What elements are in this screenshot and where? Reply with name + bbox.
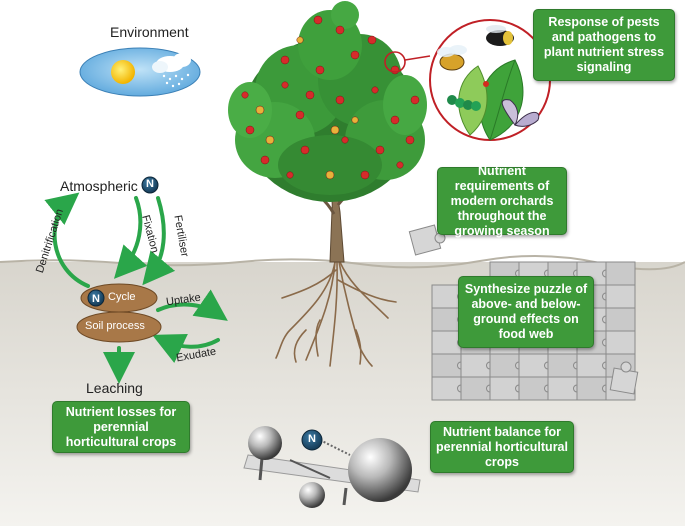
apple-icon bbox=[305, 90, 315, 100]
ladybug-icon bbox=[483, 81, 489, 87]
apple-icon bbox=[286, 171, 294, 179]
apple-icon bbox=[260, 155, 270, 165]
puzzle-piece bbox=[460, 376, 491, 401]
n-symbol-cycle: N bbox=[92, 293, 100, 305]
leaf-icon bbox=[458, 59, 524, 141]
butterfly-icon bbox=[501, 99, 540, 127]
fertiliser-arrow bbox=[142, 196, 176, 286]
leaching-label: Leaching bbox=[86, 380, 143, 396]
bee-icon bbox=[437, 45, 467, 71]
apple-icon bbox=[281, 81, 289, 89]
apple-icon bbox=[341, 136, 349, 144]
apple-icon bbox=[390, 65, 400, 75]
apple-icon bbox=[315, 65, 325, 75]
puzzle-piece bbox=[605, 307, 636, 332]
tree-canopy bbox=[228, 1, 427, 202]
uptake-arrow bbox=[156, 289, 228, 321]
environment-label: Environment bbox=[110, 24, 189, 40]
pests-box: Response of pests and pathogens to plant… bbox=[533, 9, 675, 81]
cloud-icon bbox=[152, 53, 191, 88]
soil-process-label: Soil process bbox=[85, 320, 145, 332]
balance-box: Nutrient balance for perennial horticult… bbox=[430, 421, 574, 473]
puzzle-piece bbox=[489, 353, 520, 378]
cycle-label: Cycle bbox=[108, 291, 136, 303]
apple-icon bbox=[405, 135, 415, 145]
apple-icon bbox=[335, 95, 345, 105]
apple-icon bbox=[351, 116, 359, 124]
denitrification-arrow bbox=[44, 192, 90, 288]
ball-small-bottom bbox=[299, 482, 325, 508]
apple-fruits bbox=[241, 15, 420, 180]
apple-icon bbox=[325, 170, 335, 180]
n-badge-cycle bbox=[87, 289, 105, 307]
puzzle-box: Synthesize puzzle of above- and below-gr… bbox=[458, 276, 594, 348]
puzzle-piece bbox=[431, 376, 462, 401]
n-symbol-atmospheric: N bbox=[146, 178, 154, 190]
puzzle-piece bbox=[576, 376, 607, 401]
puzzle-piece bbox=[576, 353, 607, 378]
requirements-box: Nutrient requirements of modern orchards… bbox=[437, 164, 567, 238]
apple-icon bbox=[300, 145, 310, 155]
apple-icon bbox=[241, 91, 249, 99]
apple-icon bbox=[265, 135, 275, 145]
bumblebee-icon bbox=[486, 25, 514, 46]
puzzle-piece bbox=[547, 353, 578, 378]
apple-icon bbox=[410, 95, 420, 105]
apple-icon bbox=[245, 125, 255, 135]
n-badge-atmospheric bbox=[141, 176, 159, 194]
apple-icon bbox=[390, 115, 400, 125]
caterpillar-icon bbox=[447, 95, 481, 111]
fixation-arrow bbox=[113, 196, 148, 279]
puzzle-piece bbox=[431, 307, 462, 332]
puzzle-piece bbox=[431, 284, 462, 309]
apple-icon bbox=[350, 50, 360, 60]
puzzle-piece bbox=[605, 284, 636, 309]
sun-icon bbox=[111, 60, 135, 84]
atmospheric-label: Atmospheric bbox=[60, 178, 138, 194]
apple-icon bbox=[360, 170, 370, 180]
puzzle-piece bbox=[605, 330, 636, 355]
ball-small-left bbox=[248, 426, 282, 460]
exudate-arrow bbox=[152, 334, 220, 363]
apple-icon bbox=[375, 145, 385, 155]
puzzle-piece bbox=[489, 376, 520, 401]
apple-icon bbox=[330, 125, 340, 135]
puzzle-piece bbox=[518, 376, 549, 401]
puzzle-piece bbox=[460, 353, 491, 378]
apple-icon bbox=[255, 105, 265, 115]
apple-icon bbox=[313, 15, 323, 25]
puzzle-piece bbox=[431, 353, 462, 378]
n-cycle-arrows bbox=[44, 192, 228, 384]
losses-box: Nutrient losses for perennial horticultu… bbox=[52, 401, 190, 453]
apple-icon bbox=[280, 55, 290, 65]
apple-icon bbox=[396, 161, 404, 169]
apple-icon bbox=[335, 25, 345, 35]
ball-large bbox=[348, 438, 412, 502]
apple-icon bbox=[295, 110, 305, 120]
puzzle-loose-piece-bottom bbox=[609, 361, 639, 395]
apple-icon bbox=[367, 35, 377, 45]
puzzle-piece bbox=[518, 353, 549, 378]
n-symbol-balance: N bbox=[308, 433, 316, 445]
n-badge-balance bbox=[301, 429, 323, 451]
apple-icon bbox=[296, 36, 304, 44]
puzzle-piece bbox=[547, 376, 578, 401]
puzzle-piece bbox=[431, 330, 462, 355]
soil-process-ellipse bbox=[76, 311, 162, 343]
apple-icon bbox=[371, 86, 379, 94]
tree-roots bbox=[275, 261, 397, 367]
puzzle-piece bbox=[605, 261, 636, 286]
